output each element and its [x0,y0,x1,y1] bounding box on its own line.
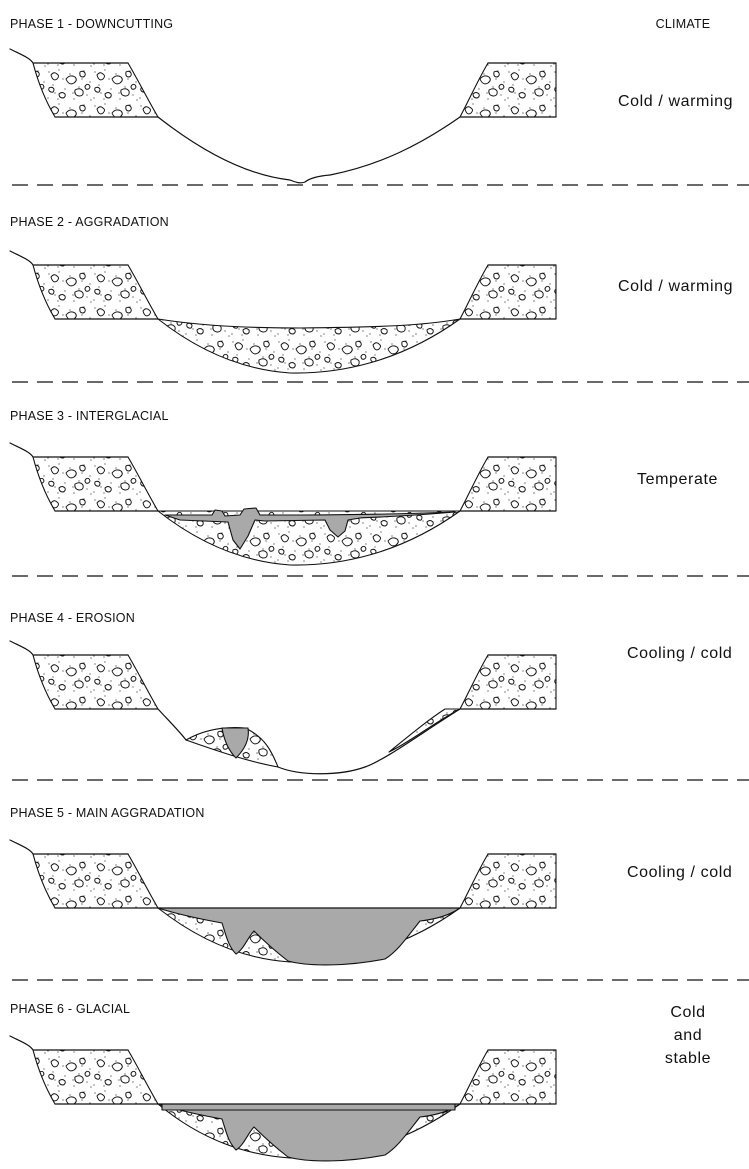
phase-1-cross-section [10,49,556,183]
phase-2: PHASE 2 - AGGRADATION Cold / warming [10,215,749,382]
phase-title: PHASE 6 - GLACIAL [10,1002,130,1016]
phase-5-cross-section [10,840,556,965]
phase-5: PHASE 5 - MAIN AGGRADATION Cooling / col… [10,806,749,980]
climate-label-line-3: stable [665,1050,711,1067]
phase-4-cross-section [10,641,556,774]
phase-1: PHASE 1 - DOWNCUTTING Cold / warming [10,17,749,185]
climate-label: Cooling / cold [627,864,732,881]
phase-3-cross-section [10,443,556,565]
climate-label: Cold / warming [618,93,733,110]
climate-label: Cooling / cold [627,645,732,662]
phase-title: PHASE 1 - DOWNCUTTING [10,17,173,31]
phase-6-cross-section [10,1036,556,1161]
frost-hatched-surface [162,1104,455,1110]
aggradation-gravel-fill [158,319,460,373]
climate-label: Cold / warming [618,278,733,295]
phase-2-cross-section [10,251,556,373]
phase-title: PHASE 3 - INTERGLACIAL [10,409,169,423]
phase-3: PHASE 3 - INTERGLACIAL Temperate [10,409,749,576]
climate-label-line-1: Cold [670,1004,705,1021]
phase-4: PHASE 4 - EROSION Cooling / cold [10,611,749,780]
phase-6: PHASE 6 - GLACIAL Cold and stable [10,1002,711,1161]
climate-label-line-2: and [674,1027,703,1044]
phase-title: PHASE 2 - AGGRADATION [10,215,169,229]
climate-header: CLIMATE [656,17,711,31]
climate-label: Temperate [637,471,718,488]
phase-title: PHASE 5 - MAIN AGGRADATION [10,806,205,820]
phase-title: PHASE 4 - EROSION [10,611,135,625]
